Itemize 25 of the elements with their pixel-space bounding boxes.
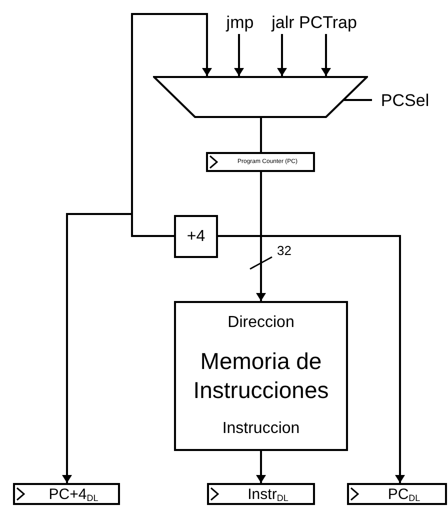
register-label: Instr$_{DL}$: [248, 486, 288, 502]
adder-box: [174, 215, 218, 258]
register-box: [207, 483, 315, 505]
register-label: PC+4$_{DL}$: [48, 486, 98, 502]
signal-label: jmp: [226, 14, 254, 30]
edge-label: 32: [276, 244, 292, 257]
arrow: [234, 34, 244, 76]
signal-label: jalr: [272, 14, 294, 30]
arrow: [277, 34, 287, 76]
register-label: PC$_{DL}$: [388, 486, 420, 502]
register-box: [347, 483, 447, 505]
signal-label: PCTrap: [299, 14, 357, 30]
memory-title: Memoria de Instrucciones: [192, 347, 330, 405]
memory-block: [174, 301, 348, 451]
port-label: Instruccion: [222, 419, 300, 439]
port-label: Direccion: [228, 313, 294, 333]
arrow: [62, 213, 174, 483]
signal-label: PCSel: [380, 92, 430, 108]
wire: [260, 118, 262, 152]
register-box: [206, 152, 315, 172]
arrow: [256, 451, 266, 483]
adder-label: +4: [186, 226, 206, 246]
arrow: [321, 34, 331, 76]
register-box: [13, 483, 120, 505]
wire: [344, 99, 372, 101]
